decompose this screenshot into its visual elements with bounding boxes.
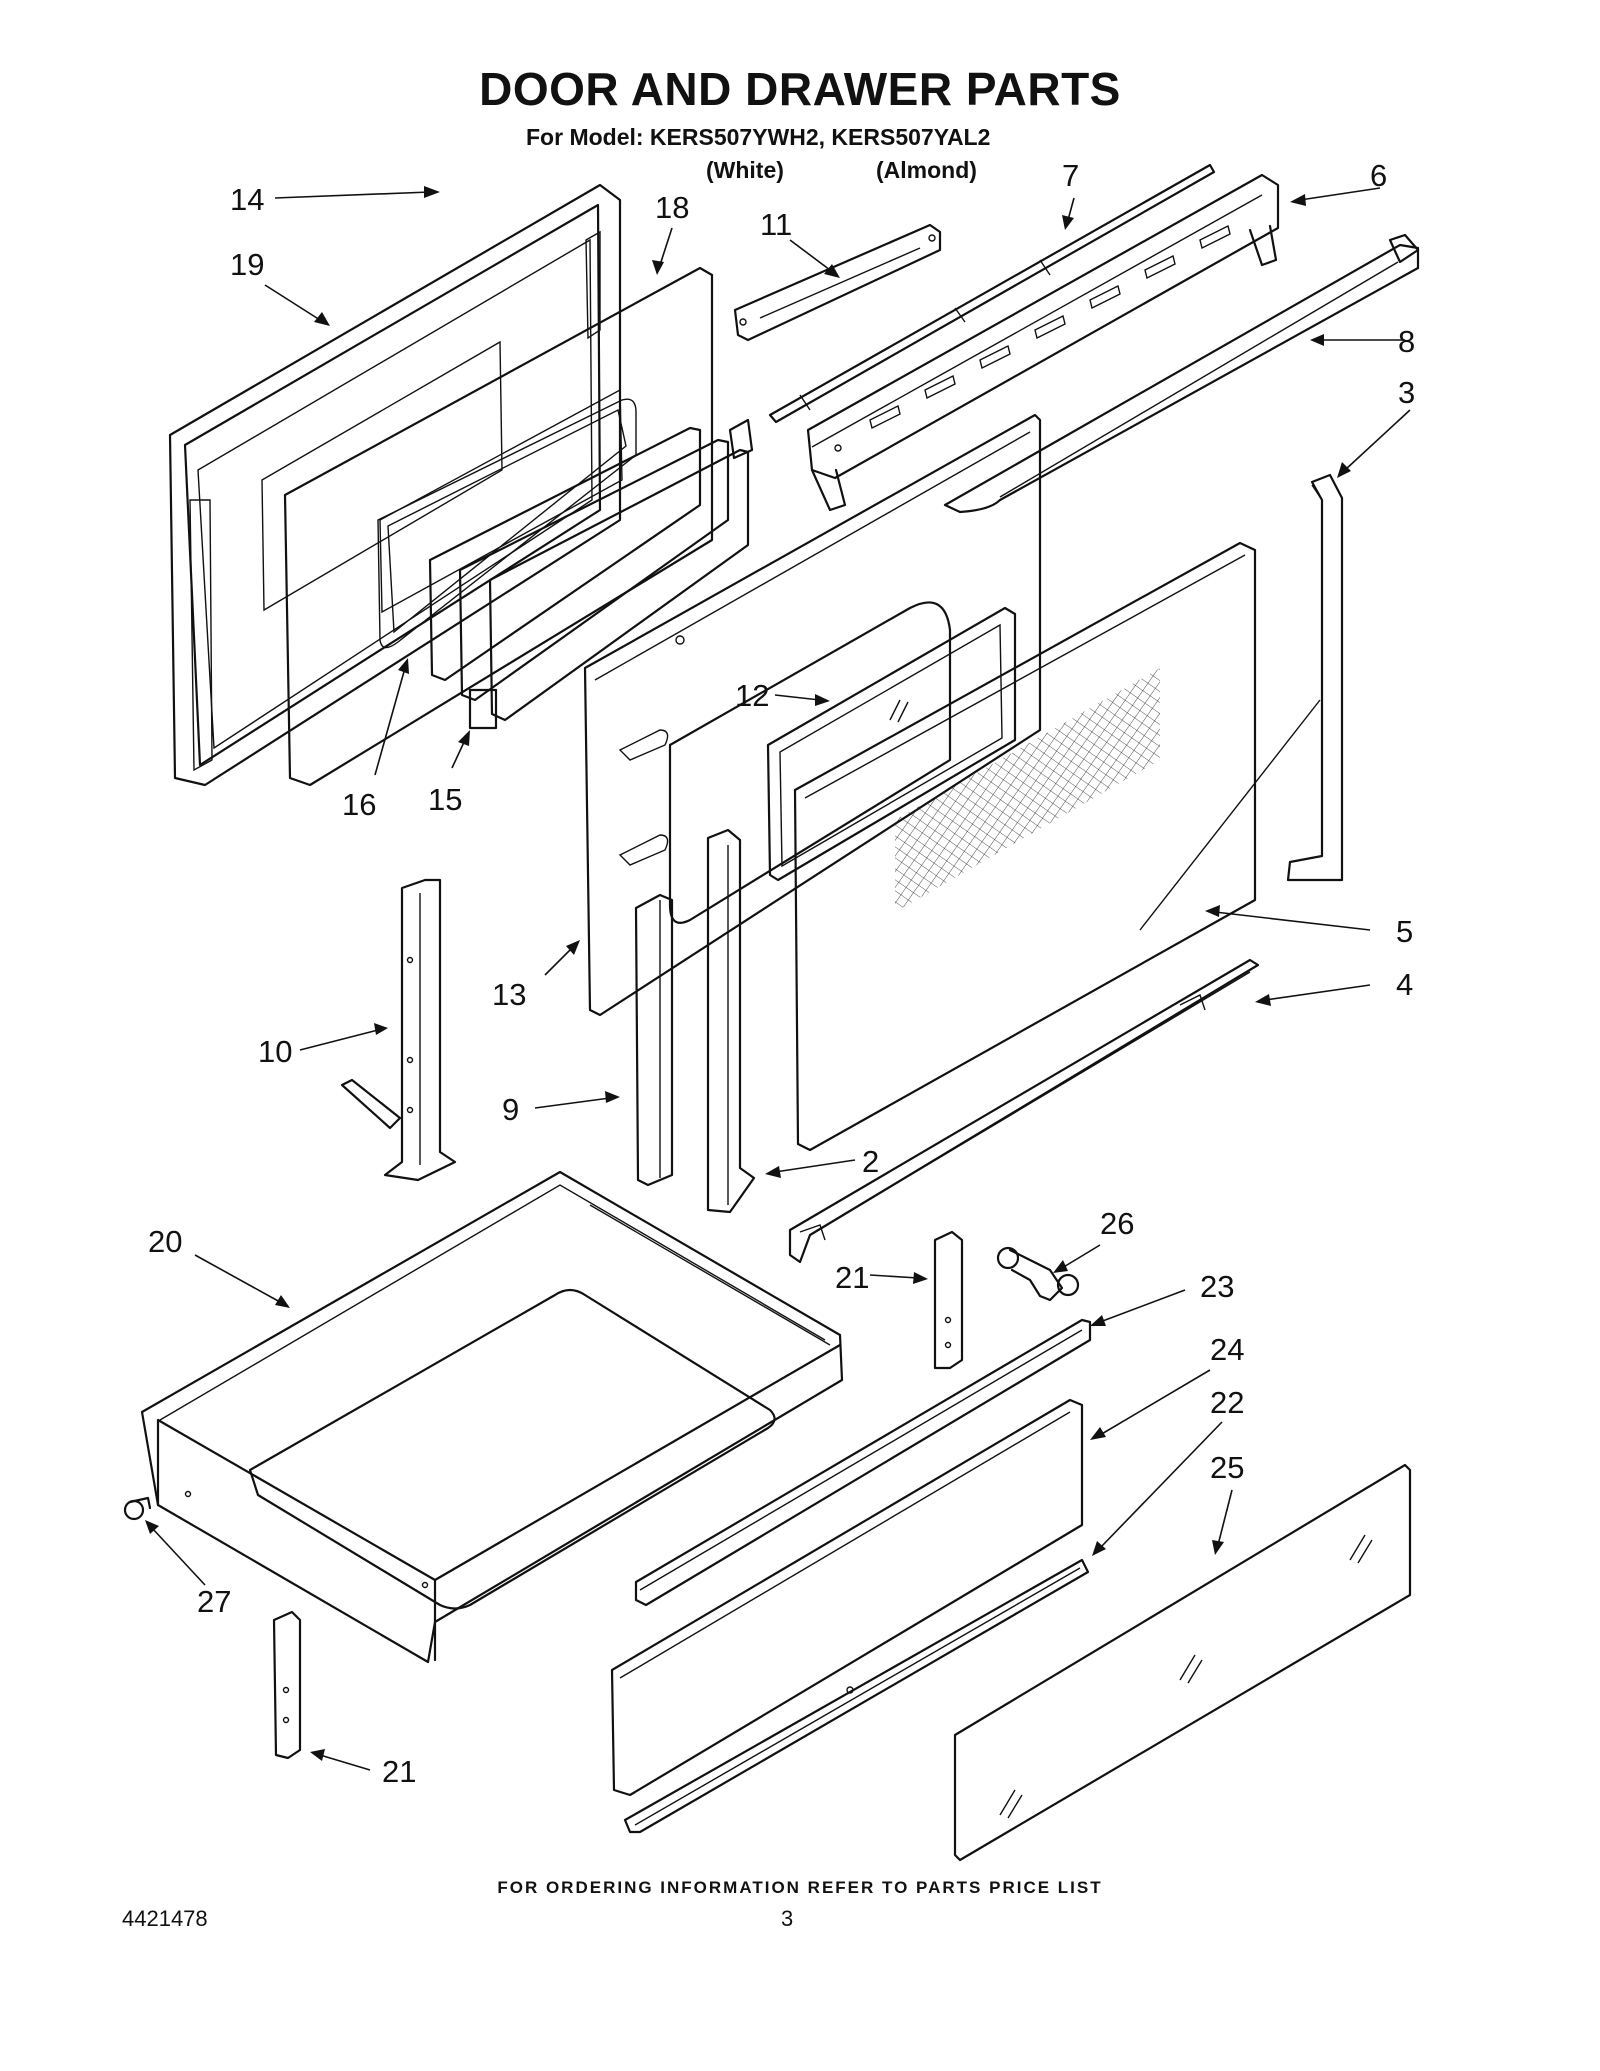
storage-drawer bbox=[140, 1170, 844, 1664]
door-vent-channel bbox=[806, 173, 1280, 512]
door-bottom-trim bbox=[788, 958, 1260, 1264]
drawer-top-rail bbox=[634, 1318, 1092, 1607]
callout-leaders bbox=[145, 186, 1411, 1771]
callout-20: 20 bbox=[148, 1224, 182, 1259]
outer-door-glass-panel bbox=[793, 541, 1321, 1152]
door-insulation bbox=[283, 266, 714, 787]
page-title: DOOR AND DRAWER PARTS bbox=[479, 63, 1121, 115]
model-subtitle: For Model: KERS507YWH2, KERS507YAL2 bbox=[526, 124, 991, 150]
hinge-bracket bbox=[733, 223, 942, 342]
callout-4: 4 bbox=[1396, 967, 1413, 1002]
drawer-slide-bracket bbox=[340, 878, 457, 1182]
callout-26: 26 bbox=[1100, 1206, 1134, 1241]
callout-21-upper: 21 bbox=[835, 1260, 869, 1295]
callout-5: 5 bbox=[1396, 914, 1413, 949]
callout-23: 23 bbox=[1200, 1269, 1234, 1304]
callout-12: 12 bbox=[735, 678, 769, 713]
callout-16: 16 bbox=[342, 787, 376, 822]
callout-27: 27 bbox=[197, 1584, 231, 1619]
callout-6: 6 bbox=[1370, 158, 1387, 193]
drawer-roller bbox=[996, 1246, 1080, 1302]
document-number: 4421478 bbox=[122, 1906, 208, 1931]
callout-8: 8 bbox=[1398, 324, 1415, 359]
callout-3: 3 bbox=[1398, 375, 1415, 410]
drawer-rail-upper bbox=[933, 1230, 964, 1370]
callout-25: 25 bbox=[1210, 1450, 1244, 1485]
door-baffle-assembly bbox=[428, 418, 754, 730]
callout-13: 13 bbox=[492, 977, 526, 1012]
callout-2: 2 bbox=[862, 1144, 879, 1179]
inner-door-liner bbox=[583, 413, 1042, 1017]
callout-24: 24 bbox=[1210, 1332, 1244, 1367]
callout-15: 15 bbox=[428, 782, 462, 817]
door-side-channel bbox=[706, 828, 756, 1214]
vent-rod bbox=[768, 163, 1216, 424]
callout-10: 10 bbox=[258, 1034, 292, 1069]
variant-almond-label: (Almond) bbox=[876, 157, 977, 183]
door-side-trim-left bbox=[634, 893, 674, 1187]
inner-window-glass bbox=[766, 606, 1017, 882]
callout-19: 19 bbox=[230, 247, 264, 282]
drawer-rail-lower bbox=[272, 1610, 302, 1760]
callout-labels: 14 19 18 11 7 6 8 3 16 15 12 13 5 4 10 9… bbox=[148, 158, 1415, 1789]
callout-14: 14 bbox=[230, 182, 264, 217]
callout-21-lower: 21 bbox=[382, 1754, 416, 1789]
drawer-front-glass bbox=[953, 1463, 1412, 1862]
callout-9: 9 bbox=[502, 1092, 519, 1127]
door-side-trim-right bbox=[1286, 473, 1344, 882]
door-handle bbox=[943, 233, 1420, 514]
drawer-bottom-trim bbox=[623, 1558, 1090, 1834]
variant-white-label: (White) bbox=[706, 157, 784, 183]
callout-18: 18 bbox=[655, 190, 689, 225]
outer-door-panel bbox=[168, 183, 622, 787]
page-number: 3 bbox=[781, 1906, 794, 1931]
callout-7: 7 bbox=[1062, 158, 1079, 193]
drawer-stop bbox=[123, 1496, 152, 1521]
ordering-note: FOR ORDERING INFORMATION REFER TO PARTS … bbox=[497, 1878, 1103, 1897]
callout-22: 22 bbox=[1210, 1385, 1244, 1420]
callout-11: 11 bbox=[760, 207, 792, 242]
